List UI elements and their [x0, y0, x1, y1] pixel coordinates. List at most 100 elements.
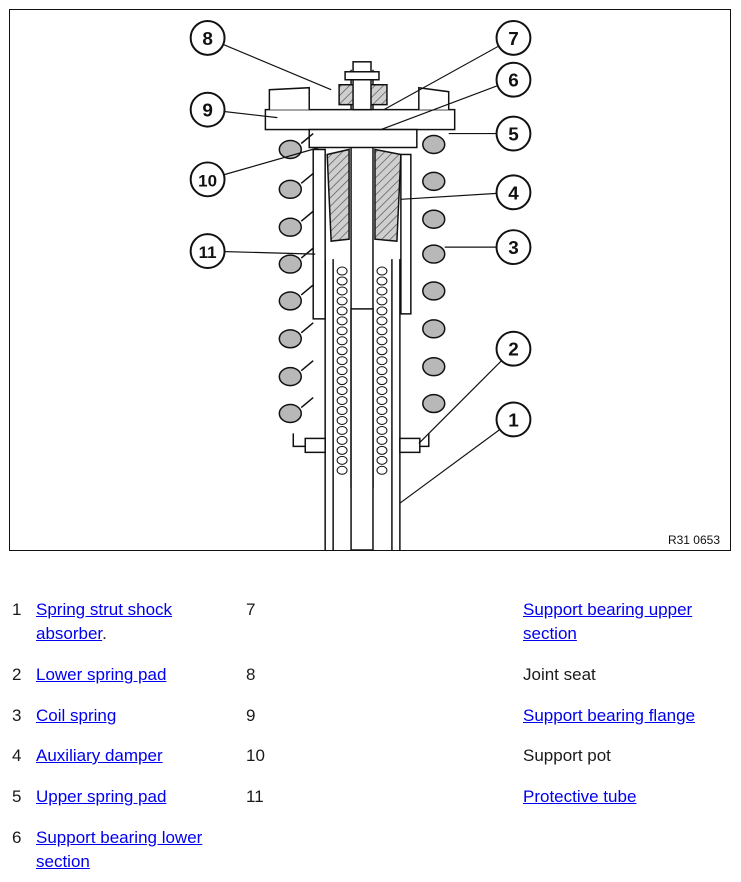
inner-coil [376, 396, 388, 406]
link-upper-spring-pad[interactable]: Upper spring pad [36, 787, 167, 806]
leader-line [400, 191, 514, 200]
legend-number: 4 [12, 746, 22, 765]
inner-coil [336, 336, 348, 346]
legend-label: Upper spring pad [36, 785, 236, 809]
link-support-bearing-lower-section[interactable]: Support bearing lower section [36, 828, 203, 871]
legend-number: 7 [246, 600, 256, 619]
callout-10: 10 [189, 161, 226, 198]
callout-8: 8 [189, 19, 226, 56]
callout-4: 4 [495, 174, 532, 211]
legend-label-support-pot: Support pot [523, 746, 611, 765]
coil-section [278, 403, 303, 424]
callout-circle [495, 174, 532, 211]
coil-section [278, 291, 303, 311]
inner-coil [376, 346, 388, 356]
callout-7: 7 [495, 19, 532, 56]
inner-coil [336, 276, 348, 286]
inner-coil [376, 415, 388, 425]
inner-coil [336, 366, 348, 376]
coil-section [422, 319, 446, 339]
callout-number: 9 [202, 101, 213, 122]
link-coil-spring[interactable]: Coil spring [36, 706, 117, 725]
callout-5: 5 [495, 115, 532, 152]
coil-stroke [300, 396, 314, 409]
leader-line [207, 250, 316, 255]
inner-coil [336, 286, 348, 296]
coil-section [278, 217, 303, 237]
inner-coil [376, 266, 388, 276]
inner-coil [336, 406, 348, 416]
inner-coil [336, 316, 348, 326]
callout-circle [189, 19, 226, 56]
legend-number: 11 [246, 787, 264, 806]
legend-number: 9 [246, 706, 256, 725]
legend-number: 2 [12, 665, 22, 684]
inner-coil [376, 386, 388, 396]
inner-coil [336, 435, 348, 445]
callout-3: 3 [495, 229, 532, 266]
legend-number: 8 [246, 665, 256, 684]
callout-number: 7 [508, 29, 519, 50]
inner-coil [376, 445, 388, 455]
coil-stroke [300, 247, 314, 259]
callout-6: 6 [495, 61, 532, 98]
coil-section [422, 209, 446, 229]
legend-suffix: . [102, 624, 107, 643]
callout-9: 9 [189, 91, 226, 128]
coil-stroke [300, 210, 314, 222]
inner-coil [376, 376, 388, 386]
callout-circle [495, 330, 532, 367]
link-auxiliary-damper[interactable]: Auxiliary damper [36, 746, 163, 765]
coil-section [422, 134, 446, 155]
callout-circle [495, 229, 532, 266]
inner-coil [376, 435, 388, 445]
legend-label: Support bearing flange [523, 704, 733, 728]
inner-coil [336, 356, 348, 366]
callout-number: 3 [508, 238, 519, 259]
inner-coil [336, 326, 348, 336]
legend-label: Support bearing upper section [523, 598, 733, 646]
inner-coil [336, 396, 348, 406]
callout-circle [495, 401, 532, 438]
callout-number: 1 [508, 410, 519, 431]
legend-label: Support bearing lower section [36, 826, 236, 874]
inner-coil [376, 406, 388, 416]
inner-coil [336, 296, 348, 306]
inner-coil [376, 465, 388, 475]
callout-number: 6 [508, 71, 519, 92]
inner-coil [376, 306, 388, 316]
inner-coil [376, 425, 388, 435]
coil-section [422, 393, 446, 414]
inner-coil [336, 386, 348, 396]
link-support-bearing-flange[interactable]: Support bearing flange [523, 706, 696, 725]
callout-number: 10 [198, 171, 217, 190]
callout-11: 11 [189, 233, 226, 270]
coil-section [278, 329, 303, 349]
inner-coil [376, 356, 388, 366]
legend-number: 5 [12, 787, 22, 806]
coil-section [278, 366, 303, 387]
coil-section [278, 179, 303, 200]
inner-coil [336, 415, 348, 425]
inner-coil [336, 465, 348, 475]
legend-label-joint-seat: Joint seat [523, 665, 596, 684]
legend-number: 3 [12, 706, 22, 725]
coil-section [422, 244, 446, 264]
link-spring-strut-shock-absorber[interactable]: Spring strut shock absorber [36, 600, 173, 643]
link-support-bearing-upper-section[interactable]: Support bearing upper section [523, 600, 693, 643]
link-protective-tube[interactable]: Protective tube [523, 787, 637, 806]
legend-label: Spring strut shock absorber. [36, 598, 236, 646]
leader-line [207, 146, 320, 180]
leader-line [383, 37, 514, 111]
leader-line [380, 79, 514, 131]
link-lower-spring-pad[interactable]: Lower spring pad [36, 665, 167, 684]
leader-line [399, 419, 514, 504]
legend-label: Lower spring pad [36, 663, 236, 687]
callout-circle [189, 233, 226, 270]
inner-coil [376, 455, 388, 465]
inner-coil [336, 445, 348, 455]
callout-number: 2 [508, 340, 519, 361]
inner-coil [376, 276, 388, 286]
leader-line [418, 348, 514, 444]
